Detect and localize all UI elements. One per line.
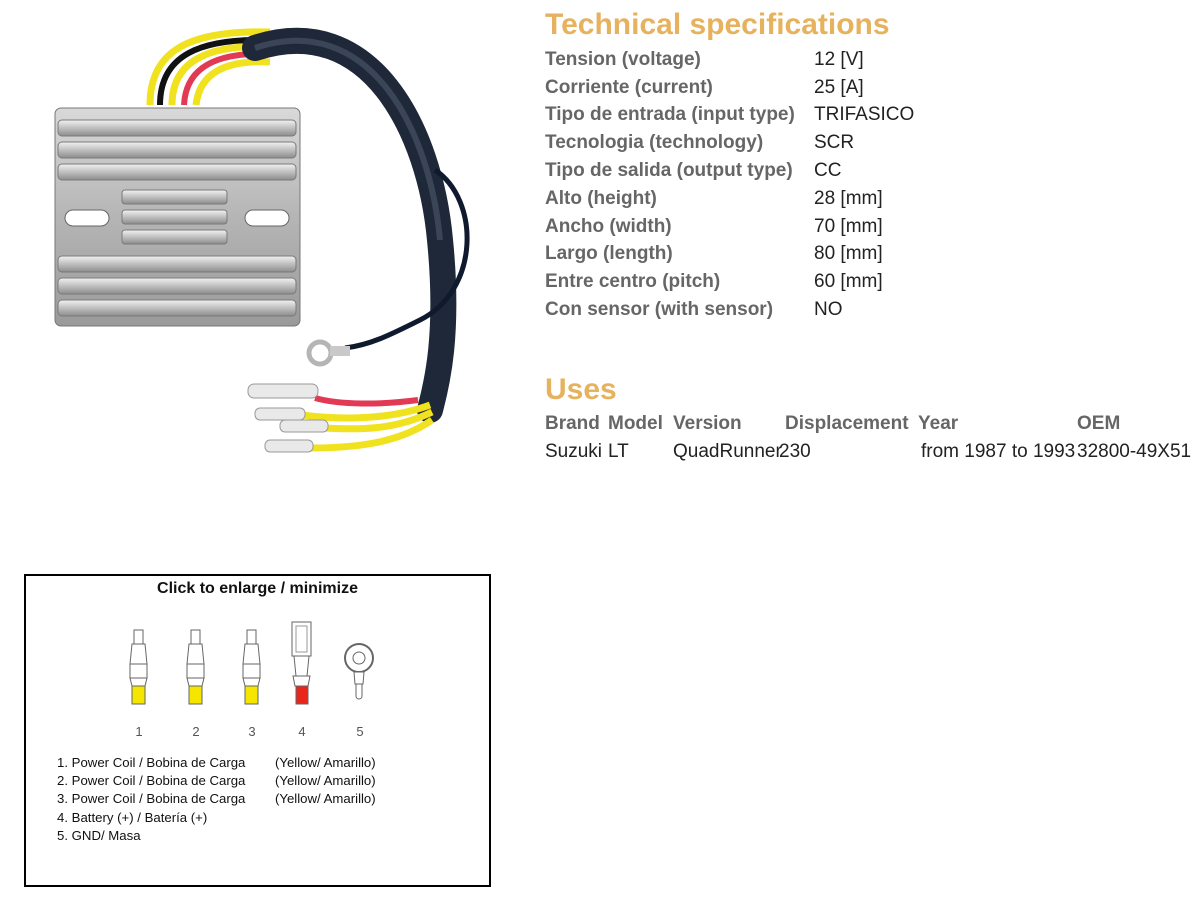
spec-label: Tipo de salida (output type)	[545, 160, 793, 182]
spec-row: Corriente (current) 25 [A]	[545, 74, 914, 102]
spec-value: 28 [mm]	[814, 187, 883, 209]
uses-header-oem: OEM	[1077, 413, 1121, 434]
connector-number: 1	[135, 724, 143, 739]
spec-label: Corriente (current)	[545, 76, 713, 98]
connectors-illustration	[129, 621, 374, 705]
regulator-rectifier-photo	[54, 27, 470, 453]
connector-number: 2	[192, 724, 200, 739]
legend-color: (Yellow/ Amarillo)	[275, 755, 376, 770]
spec-row: Ancho (width) 70 [mm]	[545, 213, 914, 241]
uses-version: QuadRunner	[673, 441, 782, 462]
spec-label: Tipo de entrada (input type)	[545, 104, 795, 126]
uses-header-displacement: Displacement	[785, 413, 909, 434]
spec-label: Entre centro (pitch)	[545, 271, 721, 293]
specs-table: Tension (voltage) 12 [V] Corriente (curre…	[545, 46, 914, 324]
spec-label: Ancho (width)	[545, 215, 672, 237]
enlarge-toggle-link[interactable]: Click to enlarge / minimize	[157, 580, 358, 597]
legend-item: 3. Power Coil / Bobina de Carga (Yellow/ …	[57, 790, 376, 808]
spec-row: Tipo de salida (output type) CC	[545, 157, 914, 185]
spec-row: Tipo de entrada (input type) TRIFASICO	[545, 102, 914, 130]
spec-label: Tecnologia (technology)	[545, 132, 764, 154]
uses-title: Uses	[545, 373, 617, 406]
uses-oem: 32800-49X51	[1077, 441, 1192, 462]
connector-number: 4	[298, 724, 306, 739]
uses-year: from 1987 to 1993	[921, 441, 1076, 462]
uses-model: LT	[608, 441, 629, 462]
spec-label: Con sensor (with sensor)	[545, 299, 774, 321]
spec-row: Largo (length) 80 [mm]	[545, 241, 914, 269]
legend-item: 2. Power Coil / Bobina de Carga (Yellow/ …	[57, 772, 376, 790]
uses-header-brand: Brand	[545, 413, 600, 434]
legend-desc: 1. Power Coil / Bobina de Carga	[57, 755, 246, 770]
legend-item: 4. Battery (+) / Batería (+)	[57, 809, 245, 827]
legend-desc: 5. GND/ Masa	[57, 827, 141, 843]
uses-brand: Suzuki	[545, 441, 603, 462]
spec-value: 25 [A]	[814, 76, 864, 98]
spec-row: Entre centro (pitch) 60 [mm]	[545, 268, 914, 296]
spec-row: Alto (height) 28 [mm]	[545, 185, 914, 213]
bullet-connector-icon	[186, 629, 205, 705]
specs-title: Technical specifications	[545, 8, 890, 41]
uses-header-version: Version	[673, 413, 742, 434]
spec-row: Con sensor (with sensor) NO	[545, 296, 914, 324]
spec-value: SCR	[814, 132, 855, 154]
spec-value: CC	[814, 160, 842, 182]
uses-header-row: Brand Model Version Displacement Year OE…	[545, 411, 1195, 439]
spec-value: TRIFASICO	[814, 104, 915, 126]
spec-label: Alto (height)	[545, 187, 657, 209]
legend-desc: 3. Power Coil / Bobina de Carga	[57, 791, 246, 807]
uses-header-model: Model	[608, 413, 663, 434]
uses-displacement: 230	[779, 441, 811, 462]
female-connector-icon	[291, 621, 312, 705]
bullet-connector-icon	[242, 629, 261, 705]
legend-desc: 4. Battery (+) / Batería (+)	[57, 809, 208, 825]
spec-value: 80 [mm]	[814, 243, 883, 265]
spec-value: NO	[814, 299, 843, 321]
connector-number: 3	[248, 724, 256, 739]
wiring-legend: 1. Power Coil / Bobina de Carga (Yellow/ …	[57, 754, 376, 845]
spec-value: 70 [mm]	[814, 215, 883, 237]
legend-item: 1. Power Coil / Bobina de Carga (Yellow/ …	[57, 754, 376, 772]
spec-label: Largo (length)	[545, 243, 673, 265]
ring-terminal-icon	[344, 643, 374, 700]
legend-color: (Yellow/ Amarillo)	[275, 791, 376, 807]
uses-header-year: Year	[918, 413, 959, 434]
spec-value: 12 [V]	[814, 48, 864, 70]
spec-row: Tecnologia (technology) SCR	[545, 129, 914, 157]
spec-value: 60 [mm]	[814, 271, 883, 293]
legend-desc: 2. Power Coil / Bobina de Carga	[57, 773, 246, 789]
connector-number: 5	[356, 724, 364, 739]
spec-label: Tension (voltage)	[545, 48, 701, 70]
spec-row: Tension (voltage) 12 [V]	[545, 46, 914, 74]
bullet-connector-icon	[129, 629, 148, 705]
legend-color: (Yellow/ Amarillo)	[275, 773, 376, 789]
uses-row: Suzuki LT QuadRunner 230 from 1987 to 19…	[545, 439, 1195, 467]
legend-item: 5. GND/ Masa	[57, 827, 245, 845]
wiring-diagram[interactable]: Click to enlarge / minimize	[24, 574, 491, 887]
